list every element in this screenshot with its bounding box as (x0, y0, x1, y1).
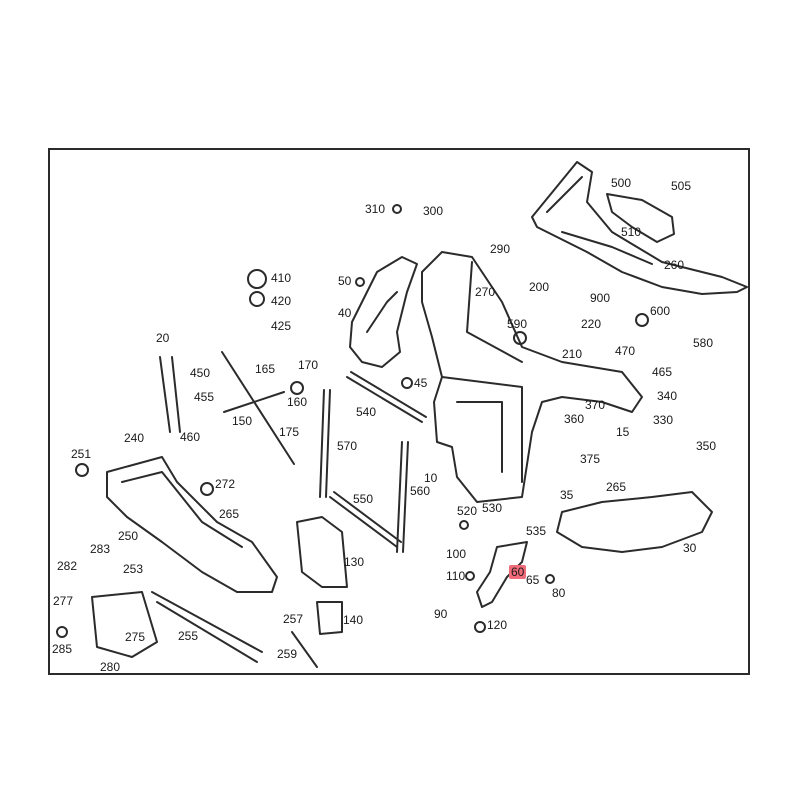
callout-label: 110 (446, 569, 466, 583)
callout-label: 425 (271, 319, 292, 333)
callout-label: 140 (343, 613, 364, 627)
callout-label: 270 (475, 285, 496, 299)
callout-label: 220 (581, 317, 602, 331)
callout-label: 130 (344, 555, 365, 569)
callout-label: 280 (100, 660, 121, 674)
callout-label: 240 (124, 431, 145, 445)
callout-label: 560 (410, 484, 431, 498)
callout-label: 570 (337, 439, 358, 453)
callout-label: 165 (255, 362, 276, 376)
callout-label: 200 (529, 280, 550, 294)
callout-label: 455 (194, 390, 215, 404)
callout-label: 170 (298, 358, 319, 372)
callout-label: 460 (180, 430, 201, 444)
callout-label: 535 (526, 524, 547, 538)
callout-label: 30 (683, 541, 697, 555)
diagram-frame: 310 300 290 500 505 510 260 410 420 425 … (48, 148, 750, 675)
callout-label: 272 (215, 477, 236, 491)
callout-label: 540 (356, 405, 377, 419)
callout-label: 50 (338, 274, 352, 288)
callout-label: 600 (650, 304, 671, 318)
callout-label: 282 (57, 559, 78, 573)
callout-label: 260 (664, 258, 685, 272)
callout-label: 310 (365, 202, 386, 216)
callout-label: 500 (611, 176, 632, 190)
callout-label: 210 (562, 347, 583, 361)
callout-label: 251 (71, 447, 92, 461)
callout-label: 290 (490, 242, 511, 256)
callout-label: 160 (287, 395, 308, 409)
callout-label: 277 (53, 594, 74, 608)
callout-label: 580 (693, 336, 714, 350)
callout-label: 45 (414, 376, 428, 390)
callout-label: 465 (652, 365, 673, 379)
callout-label: 370 (585, 398, 606, 412)
callout-label: 285 (52, 642, 73, 656)
callout-label: 250 (118, 529, 139, 543)
callout-label: 520 (457, 504, 478, 518)
callout-label: 175 (279, 425, 300, 439)
callout-label: 255 (178, 629, 199, 643)
callout-label: 283 (90, 542, 111, 556)
callout-label: 505 (671, 179, 692, 193)
callout-label: 259 (277, 647, 298, 661)
callout-label: 410 (271, 271, 292, 285)
callout-label: 65 (526, 573, 540, 587)
highlighted-callout: 60 (509, 565, 527, 579)
callout-label: 350 (696, 439, 717, 453)
callout-label: 300 (423, 204, 444, 218)
callout-label: 15 (616, 425, 630, 439)
callout-label: 20 (156, 331, 170, 345)
callout-label: 253 (123, 562, 144, 576)
callout-label: 80 (552, 586, 566, 600)
callout-label: 420 (271, 294, 292, 308)
callout-label: 40 (338, 306, 352, 320)
callout-label: 257 (283, 612, 304, 626)
callout-label: 10 (424, 471, 438, 485)
callout-label: 265 (219, 507, 240, 521)
callout-label: 550 (353, 492, 374, 506)
callout-label: 530 (482, 501, 503, 515)
callout-label: 90 (434, 607, 448, 621)
callout-label: 360 (564, 412, 585, 426)
callout-label: 340 (657, 389, 678, 403)
callout-label: 150 (232, 414, 253, 428)
callout-label: 275 (125, 630, 146, 644)
callout-label: 265 (606, 480, 627, 494)
callout-label: 375 (580, 452, 601, 466)
callout-label: 330 (653, 413, 674, 427)
callout-label: 590 (507, 317, 528, 331)
callout-label: 120 (487, 618, 508, 632)
callout-label: 100 (446, 547, 467, 561)
callout-label: 510 (621, 225, 642, 239)
callout-label: 35 (560, 488, 574, 502)
callout-label: 900 (590, 291, 611, 305)
callout-label: 450 (190, 366, 211, 380)
callout-label: 470 (615, 344, 636, 358)
parts-diagram-artwork (56, 161, 748, 668)
